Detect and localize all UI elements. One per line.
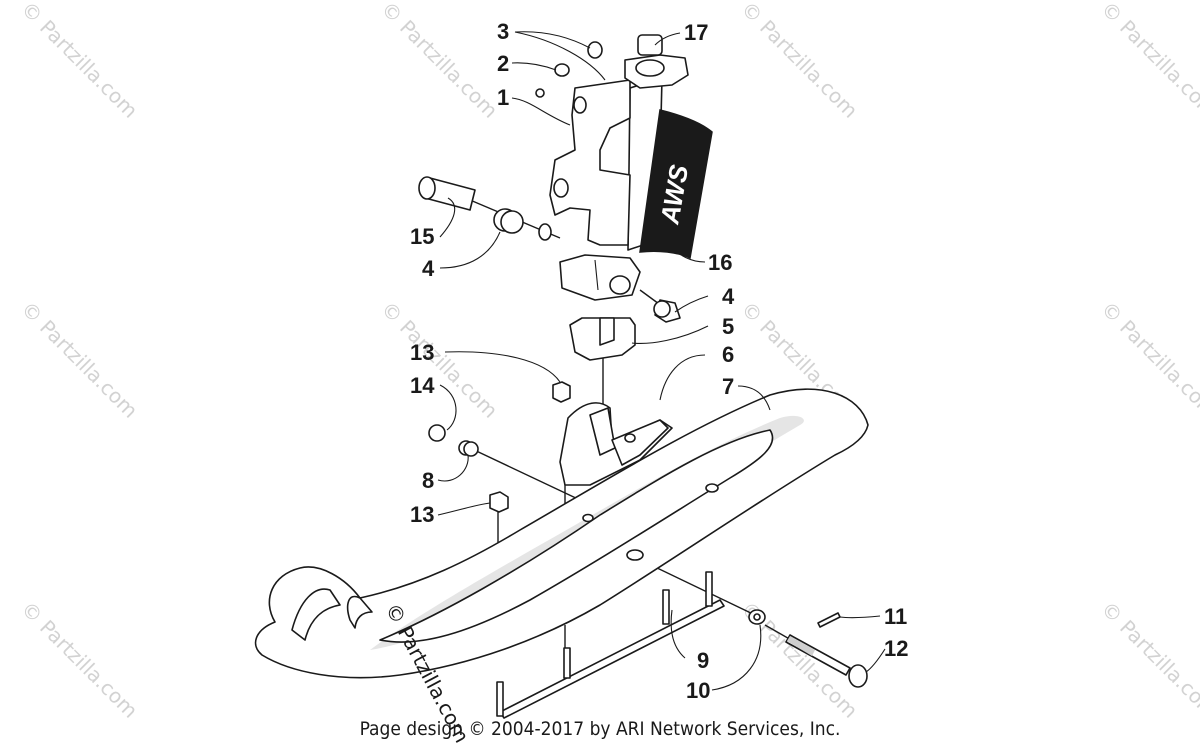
callout-6: 6 (722, 342, 734, 367)
spacer-15 (418, 176, 476, 211)
bushing-14 (428, 424, 446, 442)
wear-rod (496, 571, 725, 719)
callout-17: 17 (684, 20, 708, 45)
watermark-text: © Partzilla.com (376, 0, 502, 123)
callout-4b: 4 (722, 284, 735, 309)
callout-5: 5 (722, 314, 734, 339)
callout-14: 14 (410, 373, 435, 398)
callout-12: 12 (884, 636, 908, 661)
watermark-text: © Partzilla.com (1096, 0, 1200, 123)
watermark-text: © Partzilla.com (1096, 597, 1200, 723)
ski (254, 388, 869, 679)
leader-lines (437, 31, 886, 691)
nut-2 (554, 63, 570, 77)
watermark-text: © Partzilla.com (736, 0, 862, 123)
callout-1: 1 (497, 85, 509, 110)
callout-8: 8 (422, 468, 434, 493)
callout-11: 11 (884, 604, 907, 629)
washer-10 (748, 609, 766, 625)
top-cap (624, 34, 689, 89)
watermark-text: © Partzilla.com (16, 0, 142, 123)
callouts: 3 2 1 17 15 4 16 4 5 6 7 13 14 8 13 9 10… (410, 19, 908, 703)
callout-7: 7 (722, 374, 734, 399)
callout-16: 16 (708, 250, 732, 275)
watermark-text: © Partzilla.com (1096, 297, 1200, 423)
watermark-text: © Partzilla.com (16, 297, 142, 423)
nut-13-lower (489, 491, 509, 513)
callout-3: 3 (497, 19, 509, 44)
callout-2: 2 (497, 51, 509, 76)
ski-saddle (559, 402, 673, 486)
spindle (538, 77, 663, 301)
grease-fitting (535, 88, 545, 98)
callout-13b: 13 (410, 502, 434, 527)
washer-3 (587, 41, 603, 59)
stop-block-5 (569, 317, 636, 361)
callout-9: 9 (697, 648, 709, 673)
callout-4a: 4 (422, 256, 435, 281)
watermark-text: © Partzilla.com (16, 597, 142, 723)
nut-13-upper (552, 381, 571, 403)
page-footer: Page design © 2004-2017 by ARI Network S… (359, 718, 841, 740)
bushing-4-left (493, 208, 524, 234)
watermark-text: © Partzilla.com (376, 297, 502, 423)
callout-15: 15 (410, 224, 434, 249)
bolt-12 (785, 634, 868, 688)
callout-10: 10 (686, 678, 710, 703)
callout-13a: 13 (410, 340, 434, 365)
cotter-pin-11 (817, 612, 841, 628)
aws-decal: AWS (639, 109, 713, 260)
spacer-8 (458, 440, 479, 457)
bushing-4-right (653, 299, 681, 323)
